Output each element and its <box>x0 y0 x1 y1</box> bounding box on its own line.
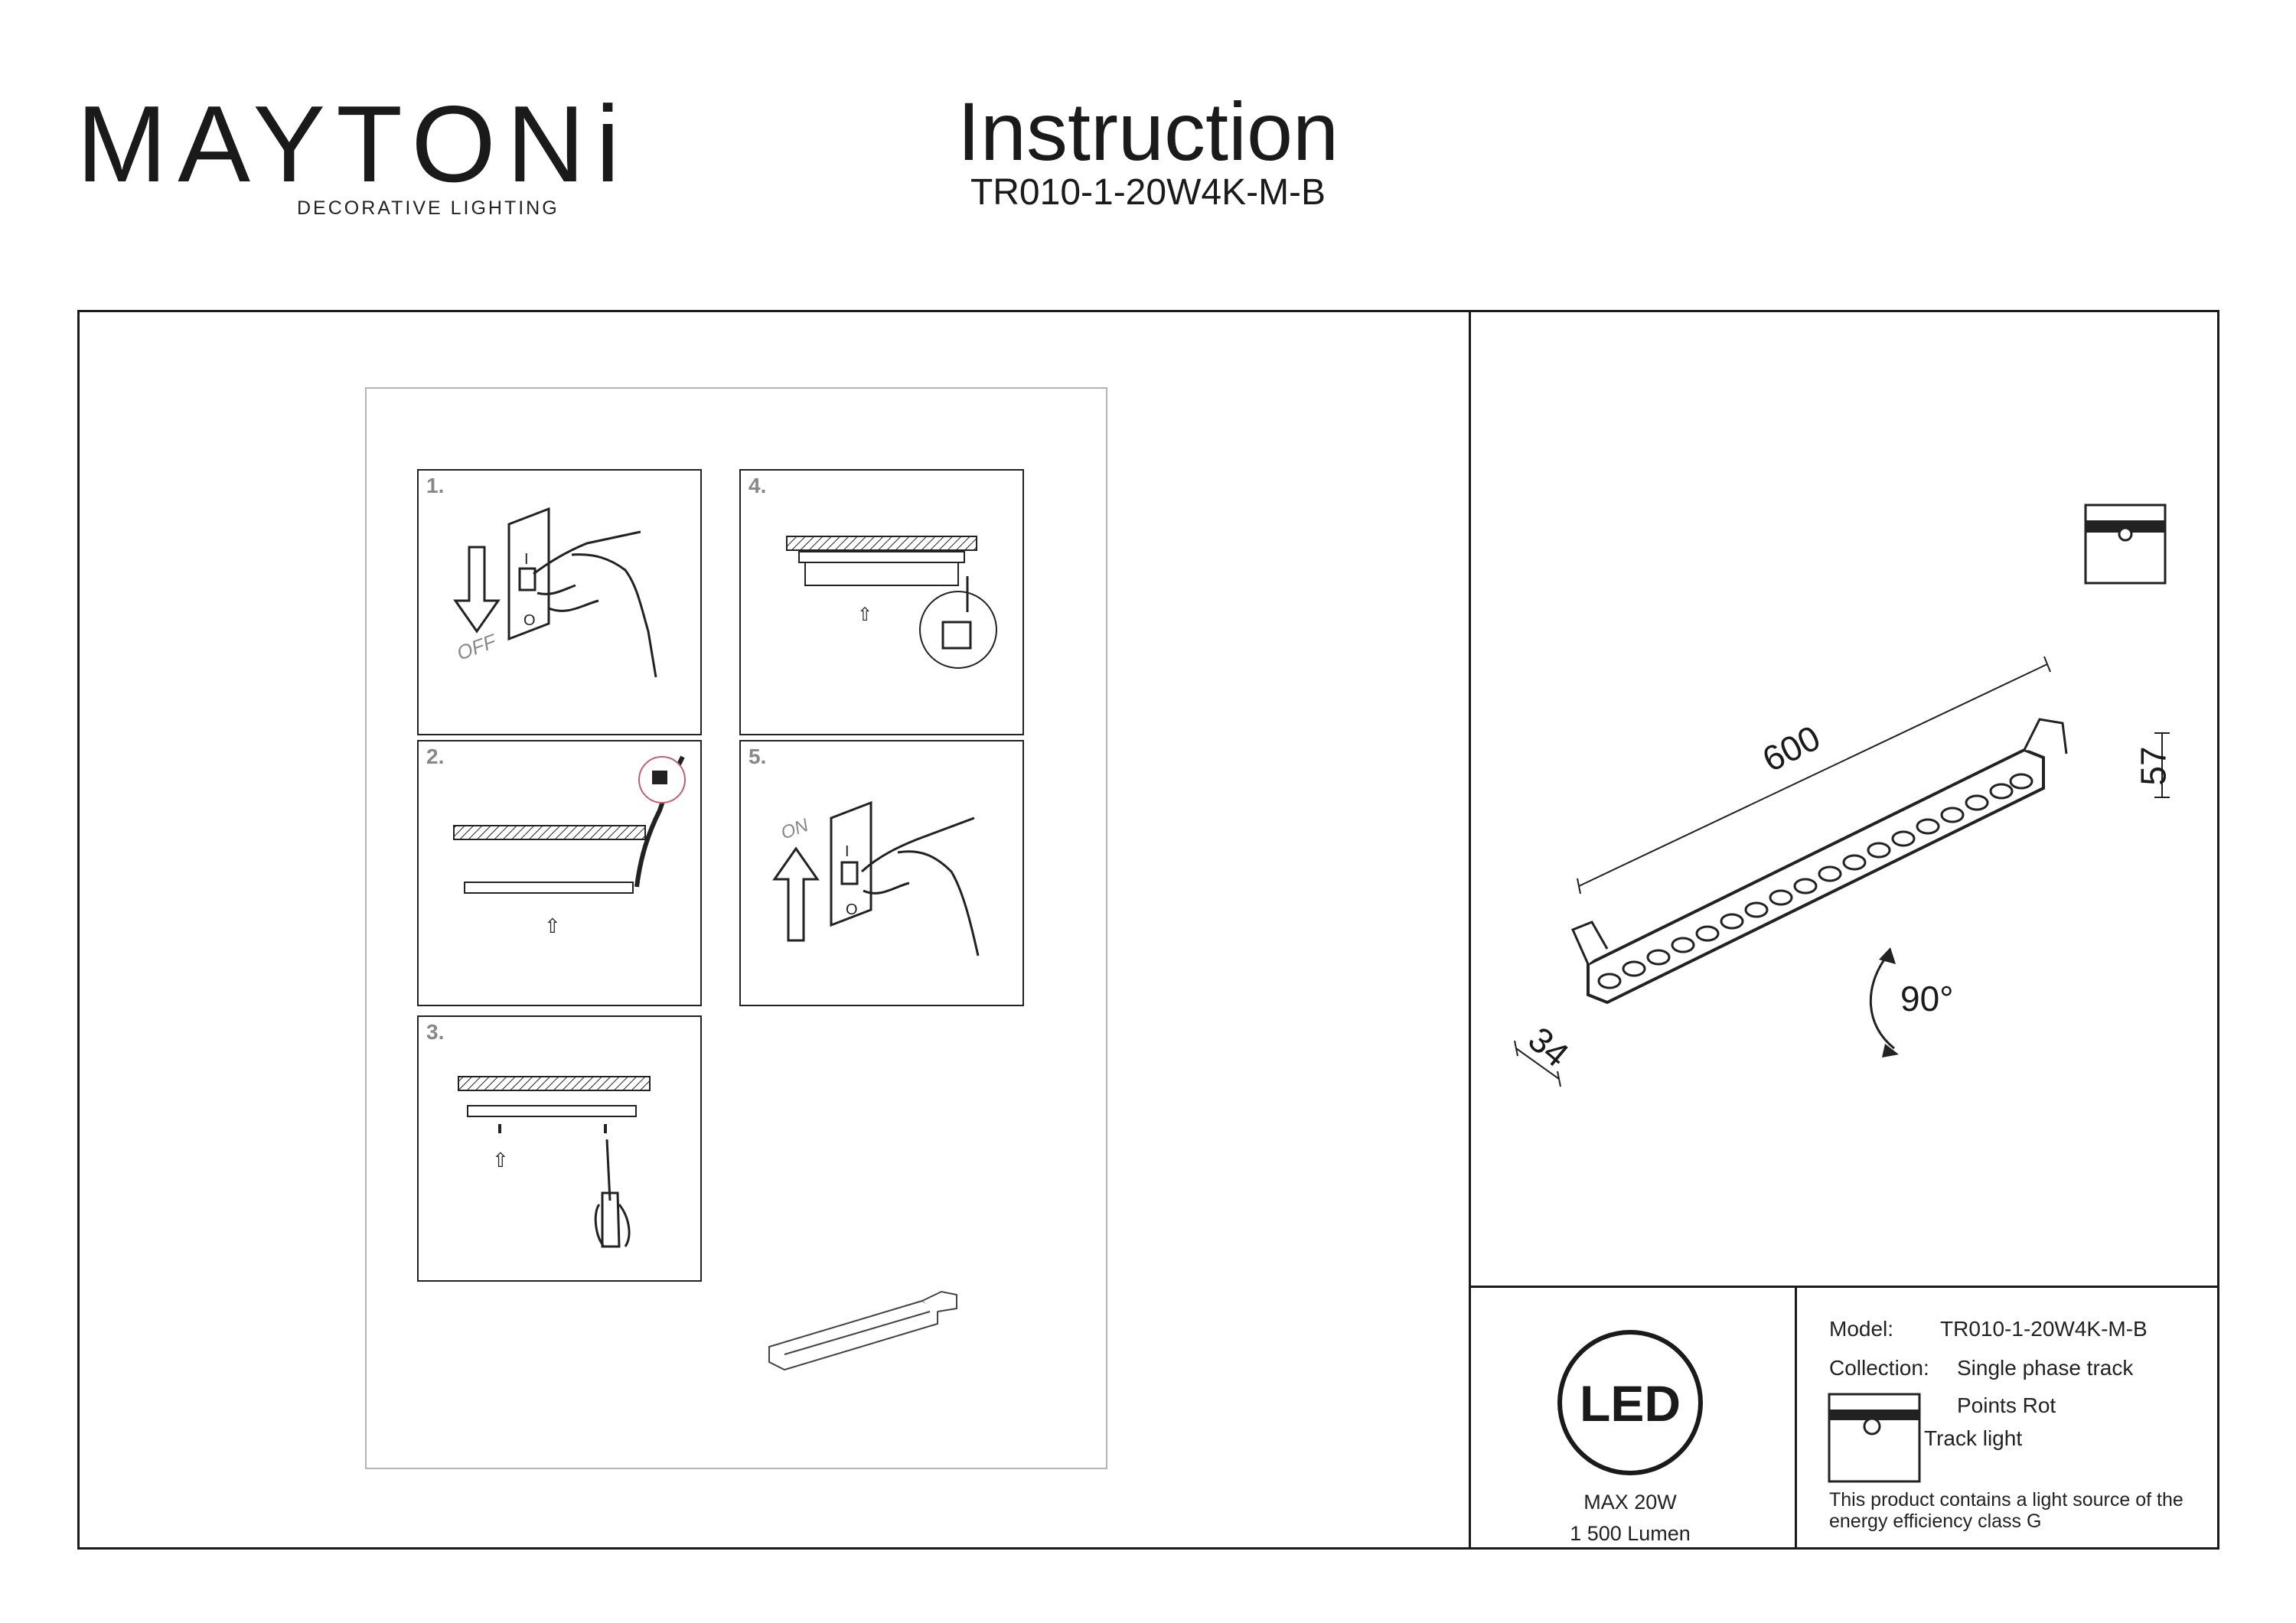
track-light-icon <box>1828 1393 1921 1483</box>
fixture-sketch <box>768 1290 957 1371</box>
collection-label: Collection: <box>1829 1356 1929 1380</box>
switch-on-mark: I <box>845 843 850 860</box>
svg-text:⇧: ⇧ <box>492 1149 509 1172</box>
led-icon: LED <box>1557 1330 1703 1475</box>
off-label: OFF <box>454 629 501 665</box>
track-light-icon <box>2084 504 2167 585</box>
frame-divider-vertical <box>1469 310 1471 1550</box>
collection-value: Single phase track <box>1957 1356 2134 1380</box>
switch-on-mark: I <box>524 551 529 568</box>
model-label: Model: <box>1829 1317 1894 1341</box>
step-2-panel: 2. ⇧ <box>417 740 702 1006</box>
switch-off-mark: O <box>846 901 858 918</box>
step-4-panel: 4. ⇧ <box>739 469 1024 735</box>
step-number: 4. <box>748 474 767 497</box>
screwdriver-icon: ⇧ <box>458 1076 651 1248</box>
spec-divider <box>1795 1286 1797 1550</box>
brand-tagline: DECORATIVE LIGHTING <box>297 197 559 219</box>
step-number: 5. <box>748 745 767 768</box>
frame-divider-horizontal <box>1469 1286 2219 1288</box>
on-label: ON <box>778 815 812 844</box>
rotation-angle: 90° <box>1900 979 1954 1018</box>
step-number: 2. <box>426 745 445 768</box>
step-1-panel: 1. I O OFF <box>417 469 702 735</box>
product-type: Track light <box>1924 1426 2023 1450</box>
step-number: 3. <box>426 1020 445 1044</box>
svg-text:⇧: ⇧ <box>857 605 872 625</box>
svg-text:⇧: ⇧ <box>544 914 561 937</box>
instruction-sheet <box>365 387 1107 1469</box>
max-power: MAX 20W <box>1583 1491 1677 1514</box>
energy-note-line-1: This product contains a light source of … <box>1829 1489 2183 1511</box>
brand-logo: MAYTONi <box>77 83 631 205</box>
switch-off-mark: O <box>523 612 536 629</box>
switch-on-icon: ON I O <box>772 800 980 957</box>
switch-off-icon: I O OFF <box>453 507 657 678</box>
lumen-value: 1 500 Lumen <box>1570 1522 1691 1545</box>
step-3-panel: 3. ⇧ <box>417 1015 702 1282</box>
step-number: 1. <box>426 474 445 497</box>
mount-diagram-icon: ⇧ <box>786 536 997 669</box>
energy-note-line-2: energy efficiency class G <box>1829 1511 2042 1532</box>
dimension-drawing <box>1514 504 2170 1087</box>
model-value: TR010-1-20W4K-M-B <box>1940 1317 2148 1341</box>
page-subtitle-model: TR010-1-20W4K-M-B <box>970 172 1326 213</box>
page-title: Instruction <box>957 85 1339 178</box>
dimension-height: 57 <box>2133 746 2174 786</box>
wiring-diagram-icon: ⇧ <box>453 755 686 937</box>
step-5-panel: 5. ON I O <box>739 740 1024 1006</box>
content-frame <box>77 310 2219 1550</box>
collection-series: Points Rot <box>1957 1393 2056 1417</box>
svg-text:LED: LED <box>1580 1375 1681 1432</box>
